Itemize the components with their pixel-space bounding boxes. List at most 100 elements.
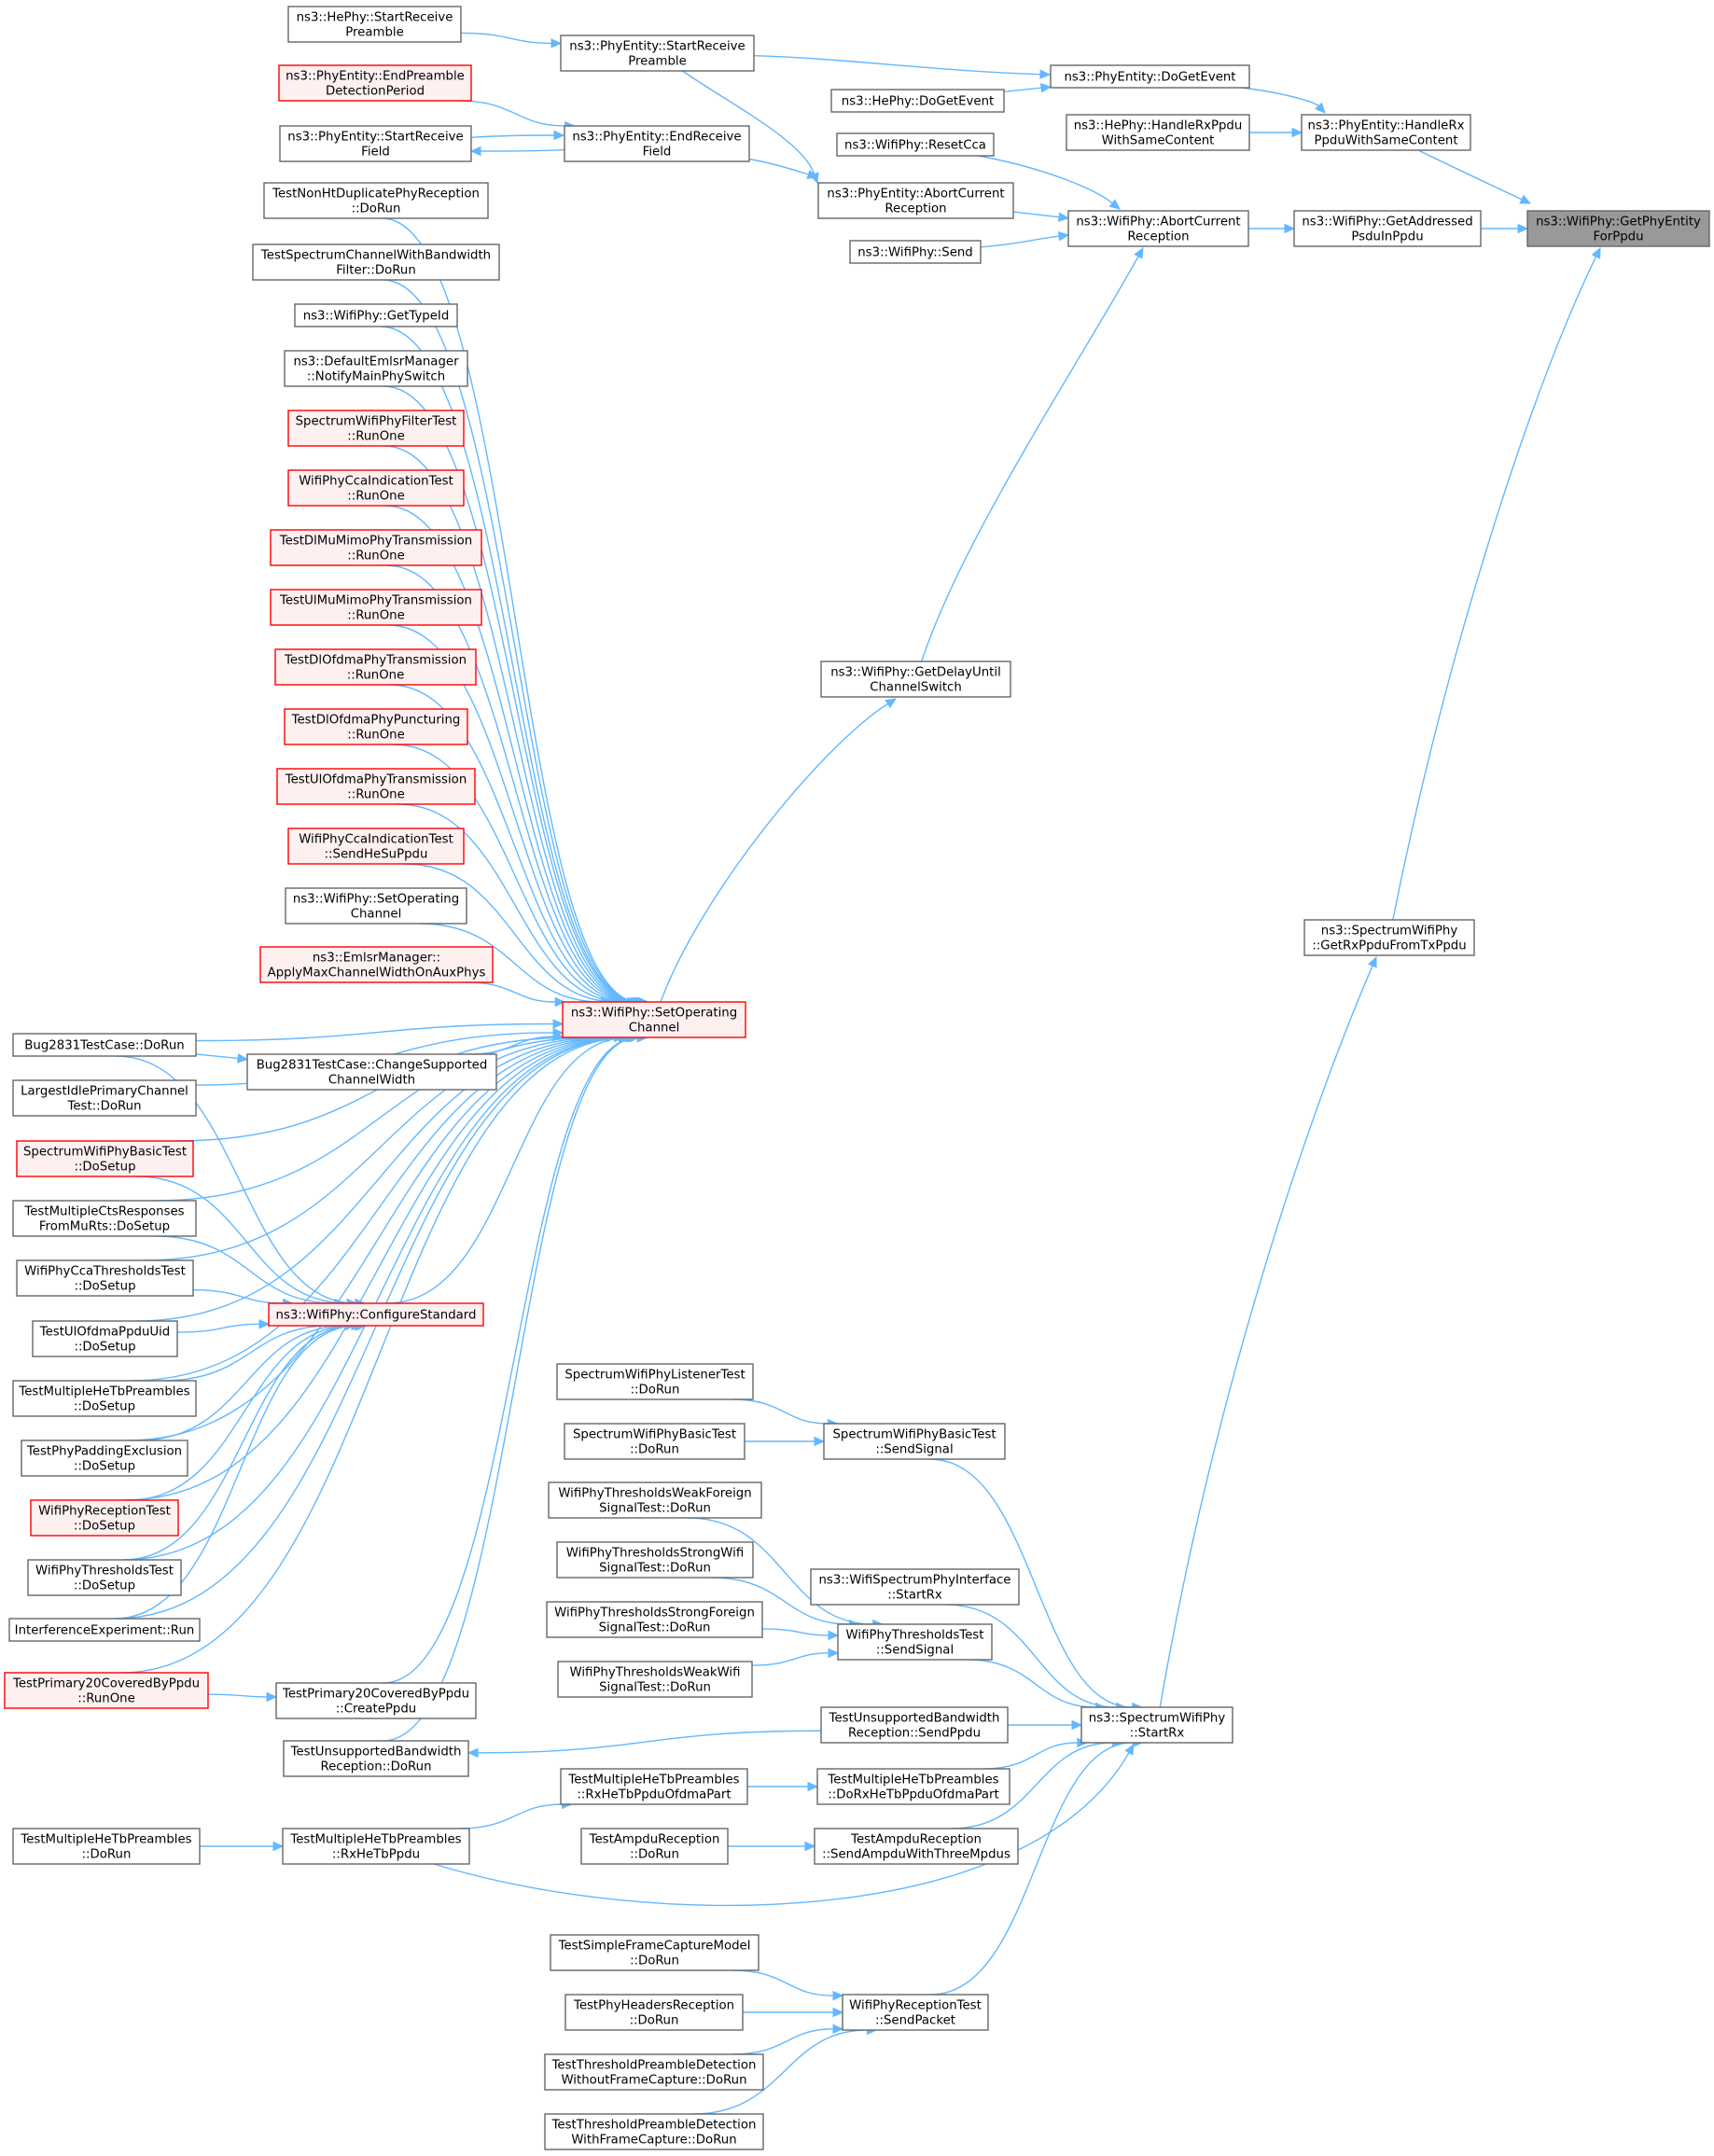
function-node-label: Channel bbox=[629, 1022, 680, 1036]
function-node-swpBasicSetup[interactable]: SpectrumWifiPhyBasicTest::DoSetup bbox=[16, 1140, 194, 1177]
function-node-threshSetup[interactable]: WifiPhyThresholdsTest::DoSetup bbox=[27, 1559, 182, 1596]
function-node-strongWifi[interactable]: WifiPhyThresholdsStrongWifiSignalTest::D… bbox=[556, 1541, 754, 1579]
function-node-ccaThresh[interactable]: WifiPhyCcaThresholdsTest::DoSetup bbox=[16, 1259, 194, 1297]
function-node-heDoGetEvent[interactable]: ns3::HePhy::DoGetEvent bbox=[830, 89, 1005, 113]
function-node-label: ns3::WifiSpectrumPhyInterface bbox=[819, 1574, 1011, 1588]
function-node-label: ::DoSetup bbox=[74, 1460, 135, 1474]
function-node-label: TestDlOfdmaPhyPuncturing bbox=[291, 714, 461, 728]
function-node-strongForeign[interactable]: WifiPhyThresholdsStrongForeignSignalTest… bbox=[546, 1601, 763, 1638]
function-node-p20Create[interactable]: TestPrimary20CoveredByPpdu::CreatePpdu bbox=[275, 1682, 477, 1719]
function-node-t6[interactable]: WifiPhyCcaIndicationTest::RunOne bbox=[287, 469, 465, 507]
function-node-t10[interactable]: TestDlOfdmaPhyPuncturing::RunOne bbox=[284, 708, 468, 745]
function-node-t12[interactable]: WifiPhyCcaIndicationTest::SendHeSuPpdu bbox=[287, 828, 465, 865]
call-edge-heStartRecvPre-to-peStartRecvPre bbox=[460, 32, 563, 49]
function-node-startRx[interactable]: ns3::SpectrumWifiPhy::StartRx bbox=[1080, 1706, 1233, 1744]
function-node-t5[interactable]: SpectrumWifiPhyFilterTest::RunOne bbox=[287, 410, 465, 447]
function-node-weakWifi[interactable]: WifiPhyThresholdsWeakWifiSignalTest::DoR… bbox=[557, 1661, 753, 1698]
function-node-multiHeRx[interactable]: TestMultipleHeTbPreambles::RxHeTbPpdu bbox=[282, 1828, 470, 1865]
function-node-bugDoRun[interactable]: Bug2831TestCase::DoRun bbox=[12, 1033, 197, 1057]
function-node-unsuppSend[interactable]: TestUnsupportedBandwidthReception::SendP… bbox=[820, 1706, 1009, 1744]
call-edge-ampduDoRun-to-ampduSend bbox=[728, 1841, 816, 1852]
function-node-label: TestSpectrumChannelWithBandwidth bbox=[260, 249, 491, 263]
function-node-threshWithout[interactable]: TestThresholdPreambleDetectionWithoutFra… bbox=[544, 2053, 764, 2091]
call-edge-getAddressed-to-root bbox=[1481, 223, 1529, 234]
call-edge-wifiSend-to-wifiAbort bbox=[980, 230, 1070, 248]
function-node-padding[interactable]: TestPhyPaddingExclusion::DoSetup bbox=[21, 1440, 188, 1477]
call-edge-heDoGetEvent-to-doGetEvent bbox=[1003, 82, 1052, 93]
call-edge-threshSetup-to-setOpCh bbox=[121, 1032, 638, 1561]
function-node-label: ns3::WifiPhy::AbortCurrent bbox=[1076, 216, 1240, 230]
function-node-label: ::StartRx bbox=[887, 1589, 942, 1603]
function-node-ampduSend[interactable]: TestAmpduReception::SendAmpduWithThreeMp… bbox=[814, 1828, 1019, 1865]
function-node-multiCts[interactable]: TestMultipleCtsResponsesFromMuRts::DoSet… bbox=[12, 1200, 197, 1237]
function-node-t8[interactable]: TestUlMuMimoPhyTransmission::RunOne bbox=[270, 589, 482, 626]
function-node-threshSend[interactable]: WifiPhyThresholdsTest::SendSignal bbox=[837, 1623, 993, 1661]
function-node-t14[interactable]: ns3::EmlsrManager::ApplyMaxChannelWidthO… bbox=[259, 946, 494, 983]
function-node-label: Channel bbox=[351, 908, 402, 922]
function-node-basicSend[interactable]: SpectrumWifiPhyBasicTest::SendSignal bbox=[823, 1423, 1006, 1460]
function-node-label: ns3::HePhy::DoGetEvent bbox=[842, 95, 994, 109]
function-node-label: ns3::WifiPhy::GetPhyEntity bbox=[1536, 216, 1701, 230]
function-node-t1[interactable]: TestNonHtDuplicatePhyReception::DoRun bbox=[263, 182, 489, 219]
function-node-multiHeRxOfdma[interactable]: TestMultipleHeTbPreambles::RxHeTbPpduOfd… bbox=[560, 1768, 748, 1805]
function-node-wifiSend[interactable]: ns3::WifiPhy::Send bbox=[849, 240, 982, 264]
call-edge-getDelay-to-wifiAbort bbox=[921, 246, 1144, 662]
function-node-t3[interactable]: ns3::WifiPhy::GetTypeId bbox=[294, 303, 458, 327]
function-node-label: ::RxHeTbPpdu bbox=[332, 1848, 420, 1862]
function-node-listenerDoRun[interactable]: SpectrumWifiPhyListenerTest::DoRun bbox=[556, 1363, 754, 1400]
function-node-t2[interactable]: TestSpectrumChannelWithBandwidthFilter::… bbox=[252, 243, 500, 281]
call-edge-peEndRecvField-to-peStartRecvField bbox=[469, 146, 565, 157]
function-node-simpleCapture[interactable]: TestSimpleFrameCaptureModel::DoRun bbox=[550, 1934, 759, 1971]
function-node-label: Test::DoRun bbox=[66, 1100, 141, 1114]
function-node-label: DetectionPeriod bbox=[326, 85, 425, 99]
function-node-t7[interactable]: TestDlMuMimoPhyTransmission::RunOne bbox=[270, 529, 482, 566]
function-node-label: ::SendAmpduWithThreeMpdus bbox=[822, 1848, 1010, 1862]
function-node-t11[interactable]: TestUlOfdmaPhyTransmission::RunOne bbox=[276, 768, 476, 805]
function-node-recvSendPacket[interactable]: WifiPhyReceptionTest::SendPacket bbox=[842, 1994, 989, 2031]
call-edge-multiHeRxOfdma-to-multiHeDoRx bbox=[747, 1781, 819, 1792]
function-node-multiHeSetup[interactable]: TestMultipleHeTbPreambles::DoSetup bbox=[12, 1380, 197, 1417]
function-node-headersRecv[interactable]: TestPhyHeadersReception::DoRun bbox=[564, 1994, 744, 2031]
function-node-spectrumIf[interactable]: ns3::WifiSpectrumPhyInterface::StartRx bbox=[810, 1568, 1020, 1606]
function-node-recvTestSetup[interactable]: WifiPhyReceptionTest::DoSetup bbox=[30, 1499, 179, 1537]
function-node-handleRx[interactable]: ns3::PhyEntity::HandleRxPpduWithSameCont… bbox=[1301, 114, 1471, 151]
function-node-peEndPreamble[interactable]: ns3::PhyEntity::EndPreambleDetectionPeri… bbox=[278, 64, 472, 102]
function-node-label: PpduWithSameContent bbox=[1314, 134, 1457, 148]
function-node-getRxPpdu[interactable]: ns3::SpectrumWifiPhy::GetRxPpduFromTxPpd… bbox=[1303, 919, 1475, 956]
function-node-t9[interactable]: TestDlOfdmaPhyTransmission::RunOne bbox=[274, 648, 477, 686]
function-node-ulOfdmaUid[interactable]: TestUlOfdmaPpduUid::DoSetup bbox=[32, 1320, 178, 1357]
function-node-label: TestDlMuMimoPhyTransmission bbox=[279, 535, 472, 549]
function-node-label: PsduInPpdu bbox=[1351, 230, 1423, 244]
call-edge-threshWithout-to-recvSendPacket bbox=[732, 2024, 844, 2055]
function-node-weakForeign[interactable]: WifiPhyThresholdsWeakForeignSignalTest::… bbox=[548, 1481, 762, 1519]
function-node-interference[interactable]: InterferenceExperiment::Run bbox=[8, 1618, 201, 1642]
function-node-p20RunOne[interactable]: TestPrimary20CoveredByPpdu::RunOne bbox=[4, 1672, 209, 1709]
function-node-resetCca[interactable]: ns3::WifiPhy::ResetCca bbox=[836, 132, 995, 157]
function-node-multiHeDoRun[interactable]: TestMultipleHeTbPreambles::DoRun bbox=[12, 1828, 201, 1865]
function-node-bugChange[interactable]: Bug2831TestCase::ChangeSupportedChannelW… bbox=[246, 1053, 497, 1091]
function-node-doGetEvent[interactable]: ns3::PhyEntity::DoGetEvent bbox=[1050, 64, 1250, 89]
function-node-threshWith[interactable]: TestThresholdPreambleDetectionWithFrameC… bbox=[544, 2113, 764, 2150]
function-node-basicDoRun[interactable]: SpectrumWifiPhyBasicTest::DoRun bbox=[564, 1423, 746, 1460]
function-node-multiHeDoRx[interactable]: TestMultipleHeTbPreambles::DoRxHeTbPpduO… bbox=[816, 1768, 1010, 1805]
function-node-t4[interactable]: ns3::DefaultEmlsrManager::NotifyMainPhyS… bbox=[284, 350, 468, 387]
function-node-ampduDoRun[interactable]: TestAmpduReception::DoRun bbox=[580, 1828, 729, 1865]
function-node-label: TestMultipleHeTbPreambles bbox=[567, 1773, 739, 1787]
function-node-label: TestSimpleFrameCaptureModel bbox=[558, 1940, 751, 1954]
function-node-configStd[interactable]: ns3::WifiPhy::ConfigureStandard bbox=[268, 1302, 484, 1327]
